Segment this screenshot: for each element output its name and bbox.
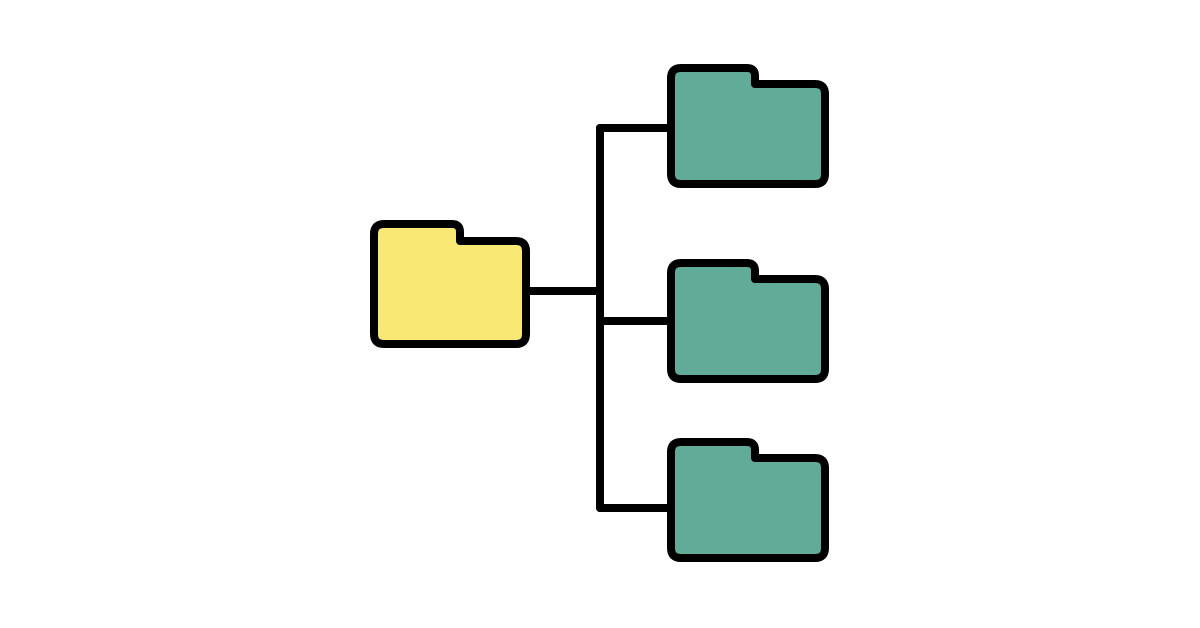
connectors [524,124,674,512]
child-folder-icon-3 [667,438,829,562]
root-folder-icon [370,220,530,348]
child-folder-icon-2 [667,259,829,383]
child-folder-icon-1 [667,64,829,188]
